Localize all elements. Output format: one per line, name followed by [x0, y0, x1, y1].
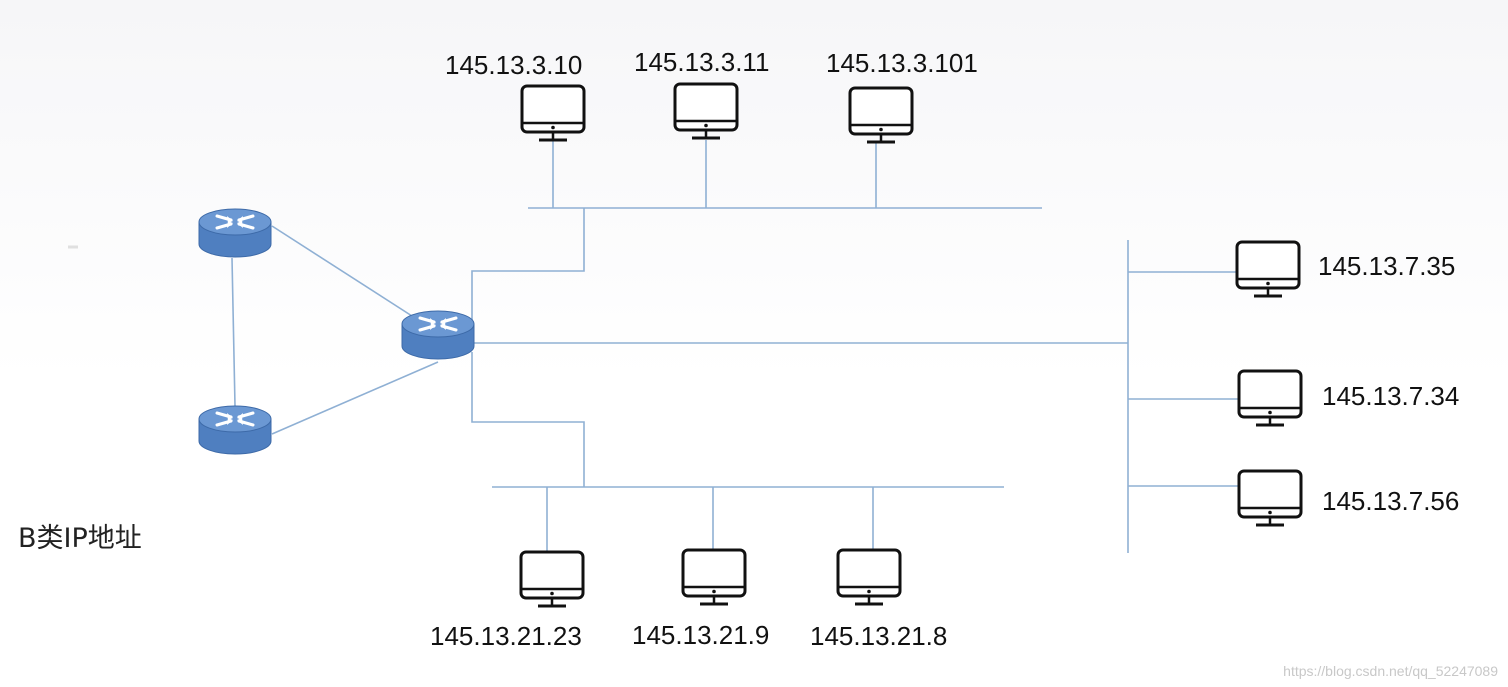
host-label-bottom-1: 145.13.21.23 [430, 621, 582, 651]
link-upper-lower-router [231, 257, 236, 407]
computer-icon [848, 86, 914, 144]
computer-icon [681, 548, 747, 606]
computer-icon [1237, 369, 1303, 427]
host-label-right-1: 145.13.7.35 [1318, 251, 1456, 281]
computer-icon [1235, 240, 1301, 298]
computer-icon [519, 550, 585, 608]
diagram-caption: B类IP地址 [18, 523, 142, 554]
router-upper-left-icon [197, 207, 273, 259]
host-label-top-3: 145.13.3.101 [826, 48, 978, 78]
computer-icon [673, 82, 739, 140]
host-label-bottom-3: 145.13.21.8 [810, 621, 948, 651]
host-label-right-3: 145.13.7.56 [1322, 486, 1460, 516]
router-center-icon [400, 309, 476, 361]
computer-icon [836, 548, 902, 606]
host-label-right-2: 145.13.7.34 [1322, 381, 1460, 411]
watermark: https://blog.csdn.net/qq_52247089 [1283, 663, 1498, 679]
link-center-to-bottom-bus [471, 352, 585, 487]
link-center-to-top-bus [471, 208, 585, 330]
host-label-top-2: 145.13.3.11 [634, 47, 770, 77]
host-label-bottom-2: 145.13.21.9 [632, 620, 770, 650]
link-lower-center-router [271, 361, 439, 435]
link-upper-center-router [271, 225, 413, 317]
network-links [231, 140, 1238, 553]
computer-icon [520, 84, 586, 142]
host-label-top-1: 145.13.3.10 [445, 50, 583, 80]
router-lower-left-icon [197, 404, 273, 456]
computer-icon [1237, 469, 1303, 527]
